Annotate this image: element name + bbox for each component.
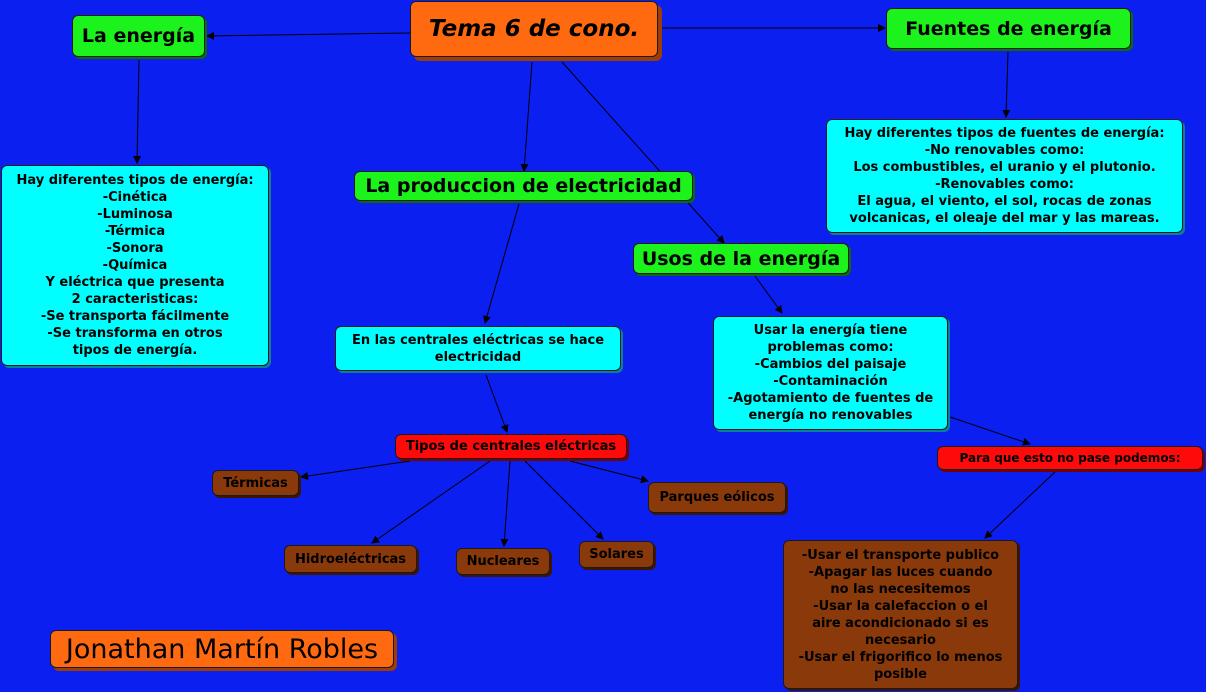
- node-la-energia: La energía: [72, 15, 205, 57]
- node-centrales-electricas: En las centrales eléctricas se hace elec…: [335, 326, 621, 371]
- author-name: Jonathan Martín Robles: [50, 630, 394, 668]
- acciones-line-7: posible: [873, 666, 927, 682]
- arrow-tipos-to-parques: [569, 460, 649, 484]
- arrow-centrales-to-tipos: [485, 374, 509, 433]
- main-title: Tema 6 de cono.: [410, 1, 658, 57]
- node-tipos-energia: Hay diferentes tipos de energía: -Cinéti…: [1, 165, 269, 366]
- arrow-fuentes-to-tipos: [1002, 51, 1011, 118]
- acciones-line-2: no las necesitemos: [830, 581, 971, 597]
- acciones-line-3: -Usar la calefaccion o el: [813, 598, 988, 614]
- tipos-energia-line-0: Hay diferentes tipos de energía:: [16, 173, 254, 188]
- problemas-line-4: -Agotamiento de fuentes de: [727, 391, 934, 406]
- arrow-produccion-to-centrales: [483, 203, 520, 324]
- node-fuentes-de-energia: Fuentes de energía: [886, 8, 1131, 49]
- arrow-title-to-produccion: [520, 61, 533, 172]
- node-tipos-centrales: Tipos de centrales eléctricas: [395, 434, 627, 459]
- node-usos-energia: Usos de la energía: [633, 243, 849, 274]
- node-solares: Solares: [579, 541, 654, 568]
- tipos-energia-line-8: -Se transporta fácilmente: [40, 309, 230, 324]
- arrow-usos-to-problemas: [754, 275, 783, 314]
- tipos-energia-line-5: -Química: [102, 258, 168, 273]
- node-hidroelectricas: Hidroeléctricas: [284, 545, 417, 573]
- tipos-fuentes-line-0: Hay diferentes tipos de fuentes de energ…: [844, 126, 1165, 141]
- acciones-line-0: -Usar el transporte publico: [801, 547, 1000, 563]
- node-produccion-electricidad: La produccion de electricidad: [354, 171, 693, 201]
- node-usar-problemas: Usar la energía tiene problemas como: -C…: [713, 316, 948, 430]
- arrow-tipos-to-nucleares: [500, 460, 511, 547]
- problemas-line-5: energía no renovables: [748, 408, 913, 423]
- problemas-line-1: problemas como:: [767, 340, 894, 355]
- arrow-title-to-usos: [561, 61, 725, 244]
- acciones-line-6: -Usar el frigorifico lo menos: [798, 649, 1003, 665]
- tipos-energia-line-1: -Cinética: [102, 190, 168, 205]
- tipos-fuentes-line-5: volcanicas, el oleaje del mar y las mare…: [849, 211, 1160, 226]
- arrow-tipos-to-hidro: [371, 460, 491, 544]
- arrow-tipos-to-termicas: [300, 460, 411, 480]
- node-tipos-fuentes: Hay diferentes tipos de fuentes de energ…: [826, 119, 1183, 233]
- tipos-energia-line-4: -Sonora: [106, 241, 164, 256]
- arrow-paraque-to-acciones: [984, 471, 1056, 539]
- node-nucleares: Nucleares: [456, 548, 550, 575]
- centrales-line-1: electricidad: [434, 349, 522, 365]
- tipos-energia-line-9: -Se transforma en otros: [47, 326, 223, 341]
- arrow-energia-to-tipos: [133, 59, 142, 164]
- arrow-title-to-energia: [206, 31, 411, 40]
- acciones-line-4: aire acondicionado si es: [812, 615, 989, 631]
- tipos-energia-line-2: -Luminosa: [97, 207, 173, 222]
- problemas-line-0: Usar la energía tiene: [753, 323, 908, 338]
- tipos-energia-line-3: -Térmica: [104, 224, 166, 239]
- node-termicas: Térmicas: [212, 470, 299, 496]
- node-acciones: -Usar el transporte publico -Apagar las …: [783, 540, 1018, 689]
- tipos-fuentes-line-1: -No renovables como:: [924, 143, 1085, 158]
- node-parques-eolicos: Parques eólicos: [648, 482, 786, 513]
- tipos-energia-line-7: 2 caracteristicas:: [71, 292, 199, 307]
- problemas-line-3: -Contaminación: [773, 374, 888, 389]
- tipos-fuentes-line-2: Los combustibles, el uranio y el plutoni…: [853, 160, 1156, 175]
- tipos-fuentes-line-4: El agua, el viento, el sol, rocas de zon…: [857, 194, 1152, 209]
- arrow-tipos-to-solares: [524, 460, 604, 540]
- node-para-que: Para que esto no pase podemos:: [937, 446, 1203, 470]
- problemas-line-2: -Cambios del paisaje: [754, 357, 907, 372]
- tipos-energia-line-10: tipos de energía.: [72, 343, 198, 358]
- acciones-line-1: -Apagar las luces cuando: [808, 564, 993, 580]
- acciones-line-5: necesario: [865, 632, 936, 648]
- tipos-energia-line-6: Y eléctrica que presenta: [45, 275, 225, 290]
- arrow-problemas-to-paraque: [949, 416, 1031, 446]
- centrales-line-0: En las centrales eléctricas se hace: [351, 332, 605, 348]
- tipos-fuentes-line-3: -Renovables como:: [935, 177, 1074, 192]
